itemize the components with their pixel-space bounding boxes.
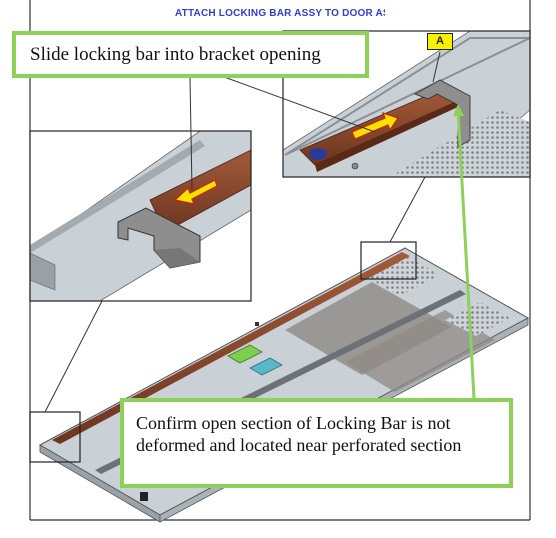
panel-plate [285,282,452,375]
detail-label-a: A [427,33,453,50]
perforated-section [368,257,440,296]
perforated-section [445,302,510,336]
panel-hole [255,322,259,326]
bracket-part-cyan [249,357,283,376]
round-fastener [309,148,327,160]
confirm-leader-line [456,109,476,399]
panel-plate [345,310,495,392]
detail-box-lower [29,411,81,463]
confirm-arrowhead [453,104,464,116]
bracket [413,79,471,148]
slide-direction-arrow [173,179,218,205]
slide-direction-arrow [351,112,399,140]
panel-tab [140,492,148,501]
zoom-view-left [29,130,252,302]
bracket-part-green [227,344,263,364]
leader-lines [44,51,441,413]
callout-slide-instruction: Slide locking bar into bracket opening [12,31,369,78]
callout-slide-text: Slide locking bar into bracket opening [30,44,321,65]
locking-bar [52,252,410,444]
callout-confirm-instruction: Confirm open section of Locking Bar is n… [120,398,513,488]
page-header: ATTACH LOCKING BAR ASSY TO DOOR ASSY [175,8,385,19]
callout-confirm-text: Confirm open section of Locking Bar is n… [136,413,462,455]
detail-box-upper [360,241,417,280]
